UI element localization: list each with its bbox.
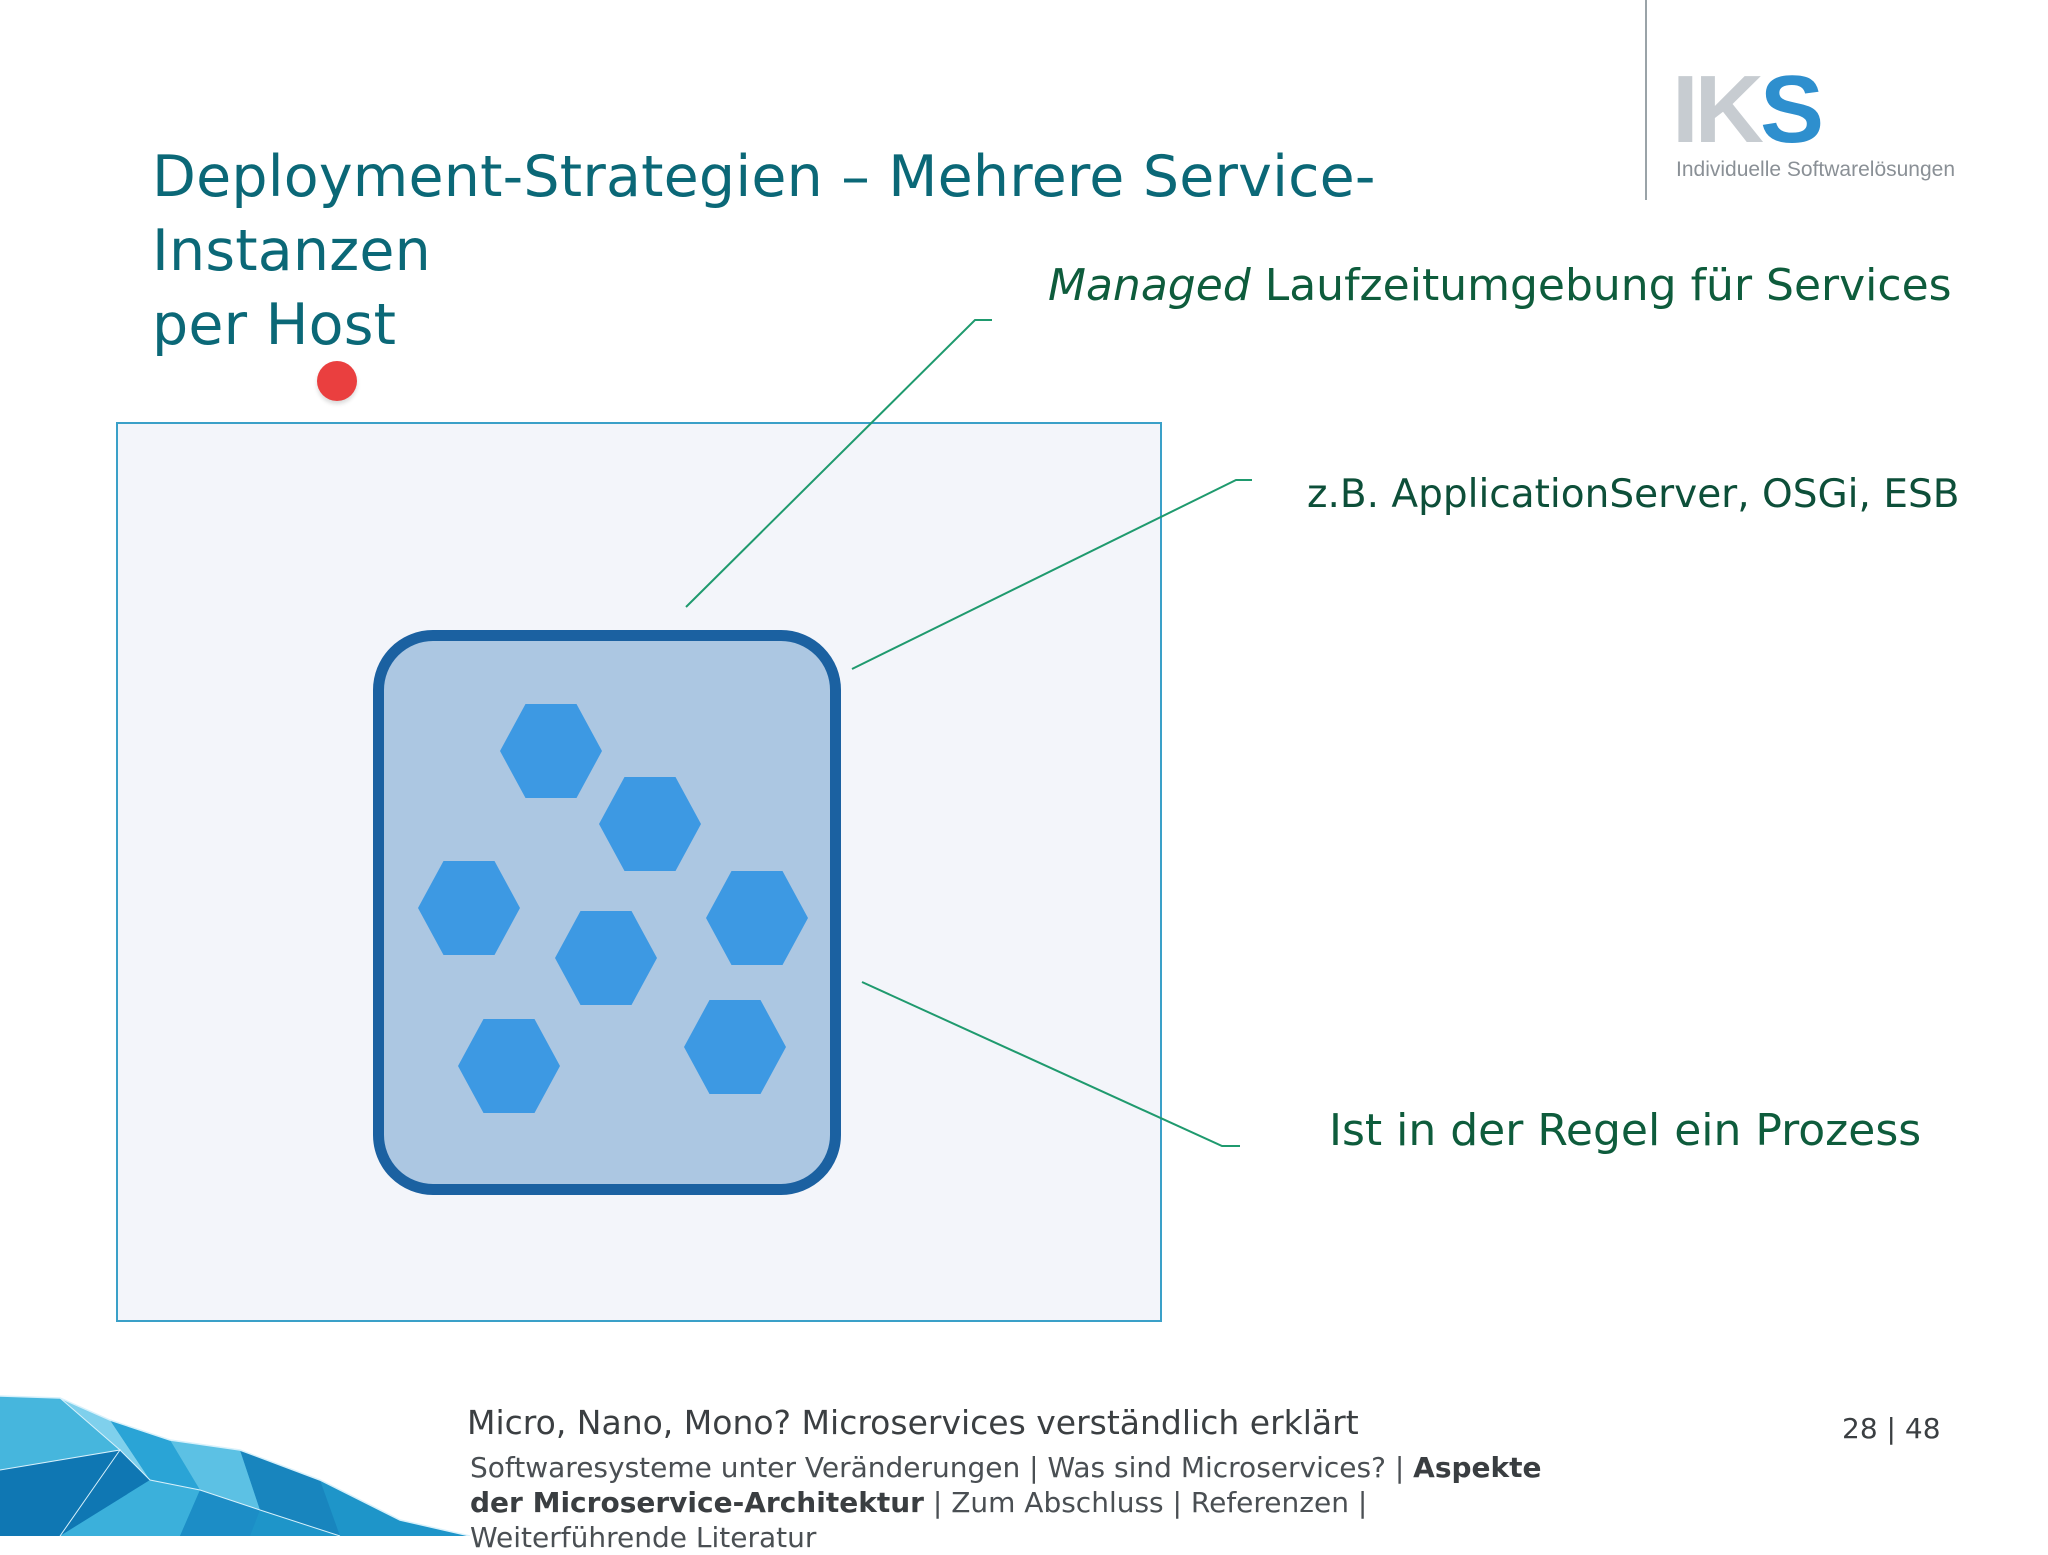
service-instance-hexagon [418, 861, 520, 955]
footer-nav-item[interactable]: Referenzen [1190, 1486, 1349, 1519]
connector-line-process [861, 981, 1240, 1147]
footer-nav-item[interactable]: Zum Abschluss [951, 1486, 1164, 1519]
service-instance-hexagon [599, 777, 701, 871]
annotation-examples: z.B. ApplicationServer, OSGi, ESB [1307, 472, 1960, 517]
footer-nav-item[interactable]: Was sind Microservices? [1047, 1451, 1386, 1484]
footer-nav-item[interactable]: Softwaresysteme unter Veränderungen [470, 1451, 1021, 1484]
page-total: 48 [1904, 1412, 1941, 1445]
footer-nav-item[interactable]: Weiterführende Literatur [470, 1521, 817, 1554]
logo-divider [1645, 0, 1647, 200]
footer-nav-item-active[interactable]: Aspekte der Microservice-Architektur [470, 1451, 1542, 1519]
footer-polygon-graphic [0, 1395, 470, 1536]
marker-dot [317, 361, 357, 401]
footer-nav-separator: | [1020, 1451, 1048, 1484]
slide-title: Deployment-Strategien – Mehrere Service-… [152, 140, 1642, 362]
page-number: 28 | 48 [1842, 1412, 1941, 1445]
page-current: 28 [1842, 1412, 1878, 1445]
footer-nav-separator: | [1348, 1486, 1368, 1519]
footer-nav-separator: | [1163, 1486, 1191, 1519]
slide-title-line-1: Deployment-Strategien – Mehrere Service-… [152, 144, 1376, 284]
footer-presentation-title: Micro, Nano, Mono? Microservices verstän… [467, 1403, 1359, 1442]
footer-section-nav: Softwaresysteme unter Veränderungen | Wa… [470, 1450, 1570, 1555]
connector-line-examples [851, 479, 1252, 670]
annotation-managed-runtime: Managed Laufzeitumgebung für Services [1048, 260, 1952, 311]
footer-nav-separator: | [923, 1486, 952, 1519]
slide-title-line-2: per Host [152, 292, 397, 358]
annotation-managed-rest: Laufzeitumgebung für Services [1250, 260, 1952, 311]
page-separator: | [1877, 1412, 1905, 1445]
annotation-process: Ist in der Regel ein Prozess [1329, 1105, 1922, 1156]
iks-logo: IKS Individuelle Softwarelösungen [1672, 62, 1972, 192]
service-instance-hexagon [555, 911, 657, 1005]
connector-line-managed [685, 319, 992, 608]
service-instance-hexagon [706, 871, 808, 965]
logo-tagline: Individuelle Softwarelösungen [1676, 158, 1956, 181]
annotation-managed-emphasis: Managed [1048, 260, 1251, 311]
footer-nav-separator: | [1385, 1451, 1414, 1484]
service-instance-hexagon [500, 704, 602, 798]
iks-logo-mark: IKS [1672, 56, 1824, 163]
